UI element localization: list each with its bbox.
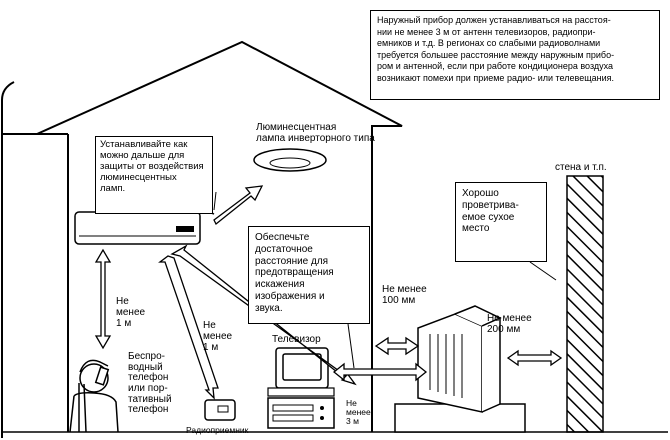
min-3m-label: Не менее 3 м (346, 398, 371, 426)
min-1m-label-b: Не менее 1 м (203, 320, 233, 354)
ventilation-callout: Хорошо проветрива- емое сухое место (455, 182, 547, 262)
wall (566, 175, 604, 433)
lamp-title: Люминесцентная лампа инверторного типа (256, 122, 375, 145)
note-box: Наружный прибор должен устанавливаться н… (370, 10, 660, 100)
radio-label: Радиоприемник (186, 425, 249, 435)
distance-callout: Обеспечьте достаточное расстояние для пр… (248, 226, 370, 324)
frame-border (1, 81, 15, 438)
fluorescent-lamp (253, 148, 327, 172)
phone-label: Беспро- водный телефон или пор- тативный… (128, 351, 172, 416)
television (267, 347, 335, 429)
house-outline (3, 40, 403, 432)
callout-pointers (213, 191, 557, 369)
outdoor-unit (394, 305, 526, 433)
lamp-callout: Устанавливайте как можно дальше для защи… (95, 136, 213, 214)
wall-label: стена и т.п. (555, 162, 607, 173)
min-100mm-label: Не менее 100 мм (382, 284, 427, 307)
tv-label: Телевизор (272, 334, 321, 345)
radio (204, 399, 236, 421)
person-with-phone (69, 359, 119, 433)
indoor-unit (74, 211, 201, 245)
min-1m-label-a: Не менее 1 м (116, 296, 146, 330)
min-200mm-label: Не менее 200 мм (487, 313, 532, 336)
